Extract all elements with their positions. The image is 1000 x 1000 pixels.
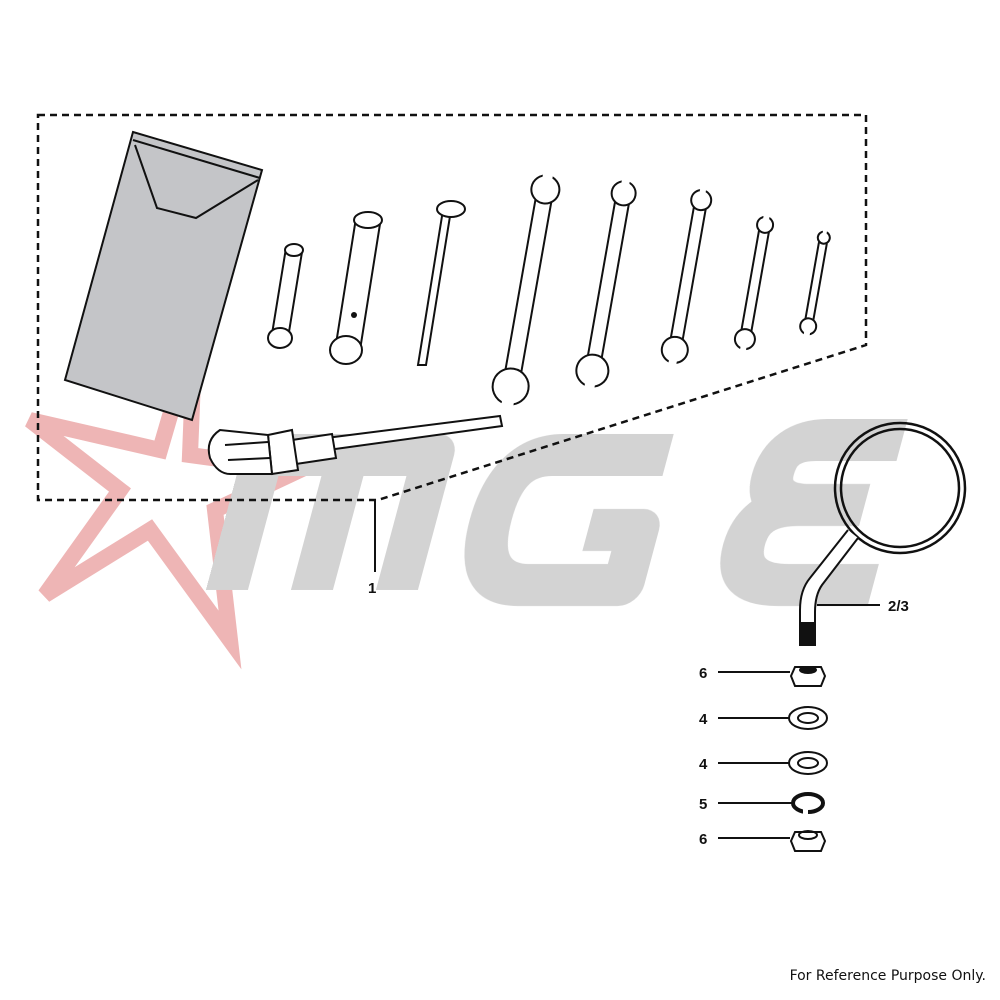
tool-kit-boundary	[36, 113, 868, 502]
wrench-1	[491, 170, 561, 408]
box-spanner-large	[329, 211, 383, 365]
callout-mirror: 2/3	[888, 598, 909, 615]
callout-tool-kit: 1	[368, 580, 376, 597]
spring-washer	[791, 792, 825, 814]
tommy-bar	[416, 200, 466, 366]
callout-washer-lower: 4	[699, 756, 708, 773]
callout-spring-washer: 5	[699, 796, 707, 813]
nut-upper	[789, 666, 827, 687]
callout-nut-lower: 6	[699, 831, 707, 848]
reference-disclaimer: For Reference Purpose Only.	[789, 968, 986, 984]
wrench-2	[575, 177, 637, 390]
washer-lower	[788, 751, 828, 775]
mirror	[799, 421, 967, 646]
nut-lower	[789, 830, 827, 852]
callout-nut-upper: 6	[699, 665, 707, 682]
tool-pouch	[63, 130, 264, 422]
callout-washer-upper: 4	[699, 711, 708, 728]
washer-upper	[788, 706, 828, 730]
wrench-4	[733, 214, 775, 352]
wrench-3	[660, 186, 713, 366]
wrench-5	[799, 229, 831, 337]
watermark-lettering	[205, 419, 908, 606]
box-spanner-small	[267, 243, 304, 349]
screwdriver	[207, 414, 504, 476]
